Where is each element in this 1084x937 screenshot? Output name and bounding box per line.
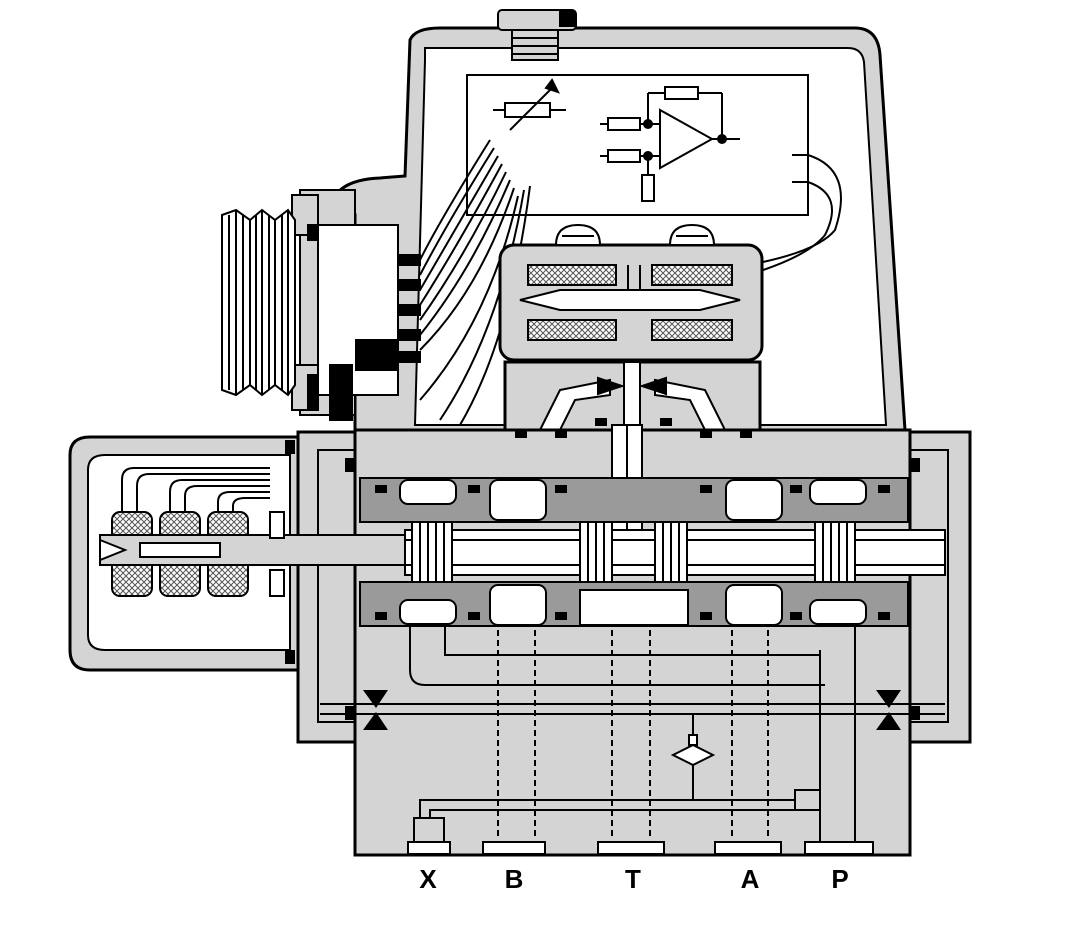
valve-chambers xyxy=(359,477,909,627)
port-label-t: T xyxy=(625,864,641,894)
pilot-stage xyxy=(503,360,762,432)
port-label-b: B xyxy=(504,864,524,894)
check-valve xyxy=(670,734,716,767)
throttle-left xyxy=(363,690,388,730)
plug-thread xyxy=(221,208,296,397)
circuit-board xyxy=(466,74,809,216)
pilot-motor xyxy=(498,223,764,362)
spool xyxy=(404,424,946,583)
internal-channels xyxy=(320,625,945,845)
throttle-right xyxy=(876,690,901,730)
port-label-p: P xyxy=(831,864,849,894)
port-label-x: X xyxy=(419,864,437,894)
board-output-wires xyxy=(729,154,842,281)
transducer-leads xyxy=(121,467,270,512)
position-transducer xyxy=(68,435,421,672)
port-fittings xyxy=(407,789,874,855)
cover-screw xyxy=(497,9,577,61)
o-rings xyxy=(285,418,920,720)
plug-connector xyxy=(291,189,421,421)
port-label-a: A xyxy=(740,864,760,894)
